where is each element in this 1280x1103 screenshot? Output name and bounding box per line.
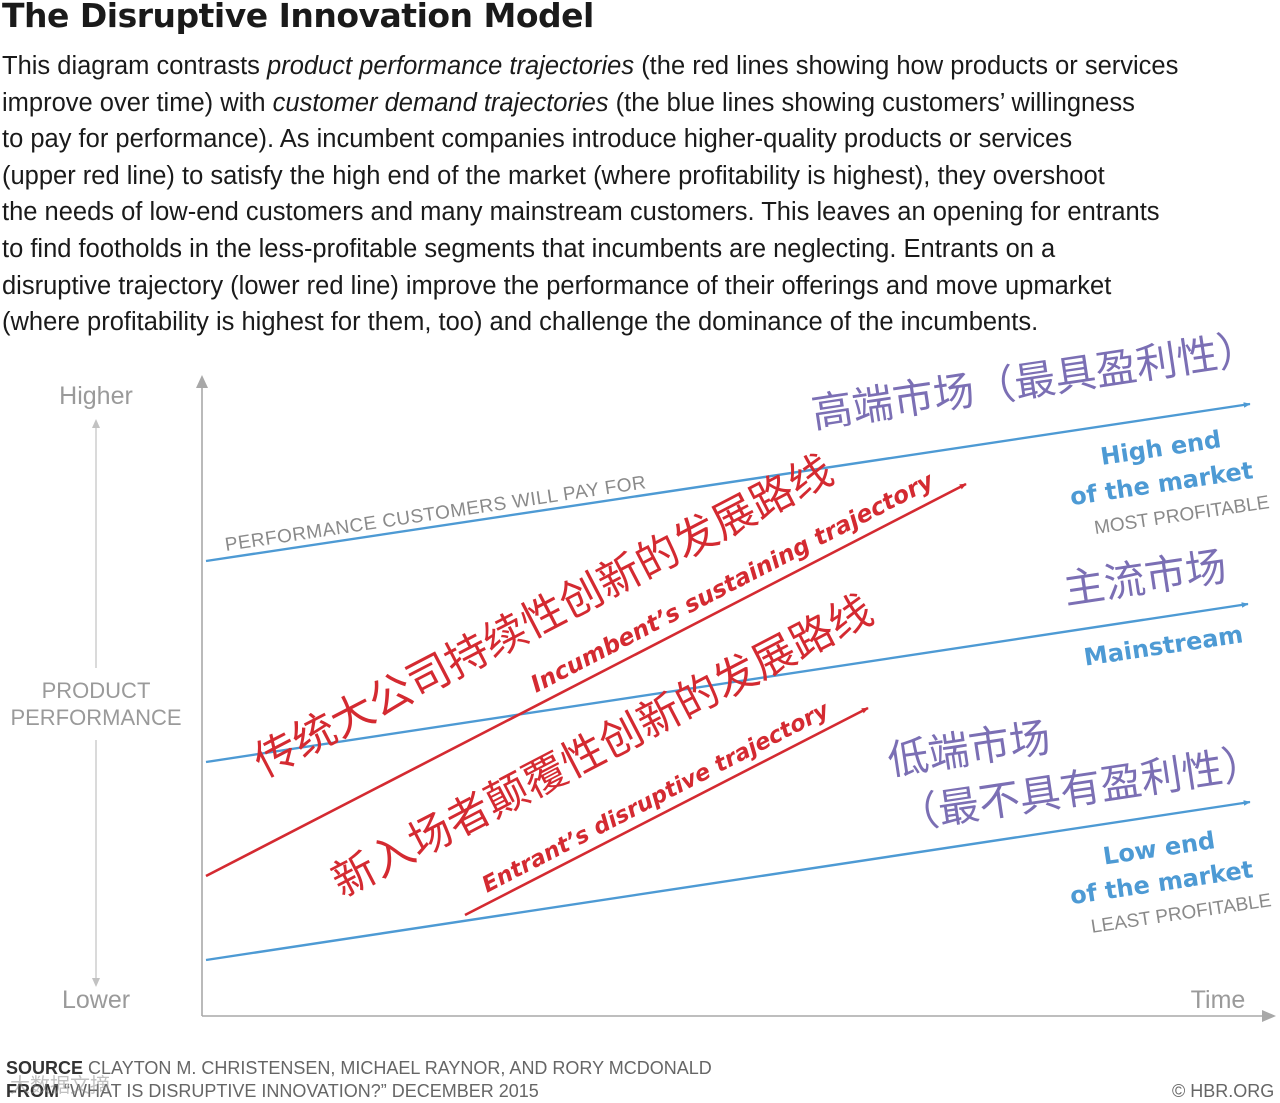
y-axis-low-label: Lower xyxy=(62,986,130,1014)
intro-paragraph: This diagram contrasts product performan… xyxy=(2,48,1278,341)
source-text: CLAYTON M. CHRISTENSEN, MICHAEL RAYNOR, … xyxy=(88,1058,712,1078)
mainstream-zh-label: 主流市场 xyxy=(1060,542,1229,614)
y-axis-title-line-1: PRODUCT xyxy=(42,678,151,703)
low-end-demand-line xyxy=(205,800,1251,962)
source-line: SOURCE CLAYTON M. CHRISTENSEN, MICHAEL R… xyxy=(6,1058,712,1079)
intro-line-3: to pay for performance). As incumbent co… xyxy=(2,125,1073,154)
mainstream-label: Mainstream xyxy=(1082,620,1245,671)
intro-line-7: disruptive trajectory (lower red line) i… xyxy=(2,271,1112,300)
intro-line-6: to find footholds in the less-profitable… xyxy=(2,234,1056,263)
high-end-zh-label: 高端市场（最具盈利性） xyxy=(808,324,1261,438)
from-text: “WHAT IS DISRUPTIVE INNOVATION?” DECEMBE… xyxy=(64,1081,539,1101)
high-end-demand-line xyxy=(205,402,1251,563)
y-axis-title-line-2: PERFORMANCE xyxy=(10,705,181,730)
x-axis-title: Time xyxy=(1191,986,1246,1014)
y-scale-up-arrow-icon xyxy=(92,419,100,428)
entrant-trajectory-line xyxy=(464,706,869,917)
from-line: FROM “WHAT IS DISRUPTIVE INNOVATION?” DE… xyxy=(6,1081,539,1102)
intro-line-2: improve over time) with customer demand … xyxy=(2,88,1135,117)
from-label: FROM xyxy=(6,1081,59,1101)
incumbent-trajectory-line xyxy=(205,482,967,878)
credit: © HBR.ORG xyxy=(1172,1081,1275,1101)
intro-line-8: (where profitability is highest for them… xyxy=(2,308,1039,337)
customer-demand-label: PERFORMANCE CUSTOMERS WILL PAY FOR xyxy=(224,472,648,556)
y-axis-high-label: Higher xyxy=(59,382,133,410)
intro-line-4: (upper red line) to satisfy the high end… xyxy=(2,161,1105,190)
mainstream-demand-line xyxy=(205,602,1249,764)
page-title: The Disruptive Innovation Model xyxy=(2,0,594,35)
intro-line-1: This diagram contrasts product performan… xyxy=(2,52,1179,80)
y-axis-arrow-icon xyxy=(196,375,208,388)
source-label: SOURCE xyxy=(6,1058,84,1078)
y-scale-down-arrow-icon xyxy=(92,978,100,987)
intro-line-5: the needs of low-end customers and many … xyxy=(2,198,1160,227)
x-axis-arrow-icon xyxy=(1262,1010,1276,1022)
watermark: 大数据文摘 xyxy=(10,1073,110,1097)
axes: Higher Lower PRODUCT PERFORMANCE Time xyxy=(10,375,1276,1022)
